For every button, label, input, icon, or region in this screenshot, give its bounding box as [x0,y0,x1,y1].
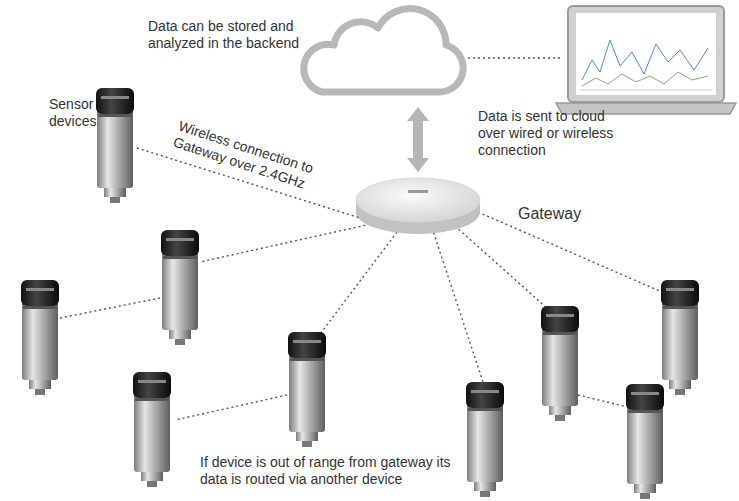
node-label: Gateway [518,204,598,224]
cloud-node: Data can be stored and analyzed in the b… [140,8,470,103]
arrow-head [407,107,429,121]
edge-label: Data is sent to cloud over wired or wire… [478,108,628,159]
node-label: Data can be stored and analyzed in the b… [148,18,303,52]
note-label: If device is out of range from gateway i… [200,454,462,488]
node-label: Sensor devices [49,96,101,130]
link-line [413,119,423,160]
data-link-arrow [407,107,429,172]
gateway-node: Gateway [356,170,602,250]
arrow-head [407,158,429,172]
edge-label: Wireless connection to Gateway over 2.4G… [171,118,343,203]
sensor-node: Sensor devices [45,82,145,212]
